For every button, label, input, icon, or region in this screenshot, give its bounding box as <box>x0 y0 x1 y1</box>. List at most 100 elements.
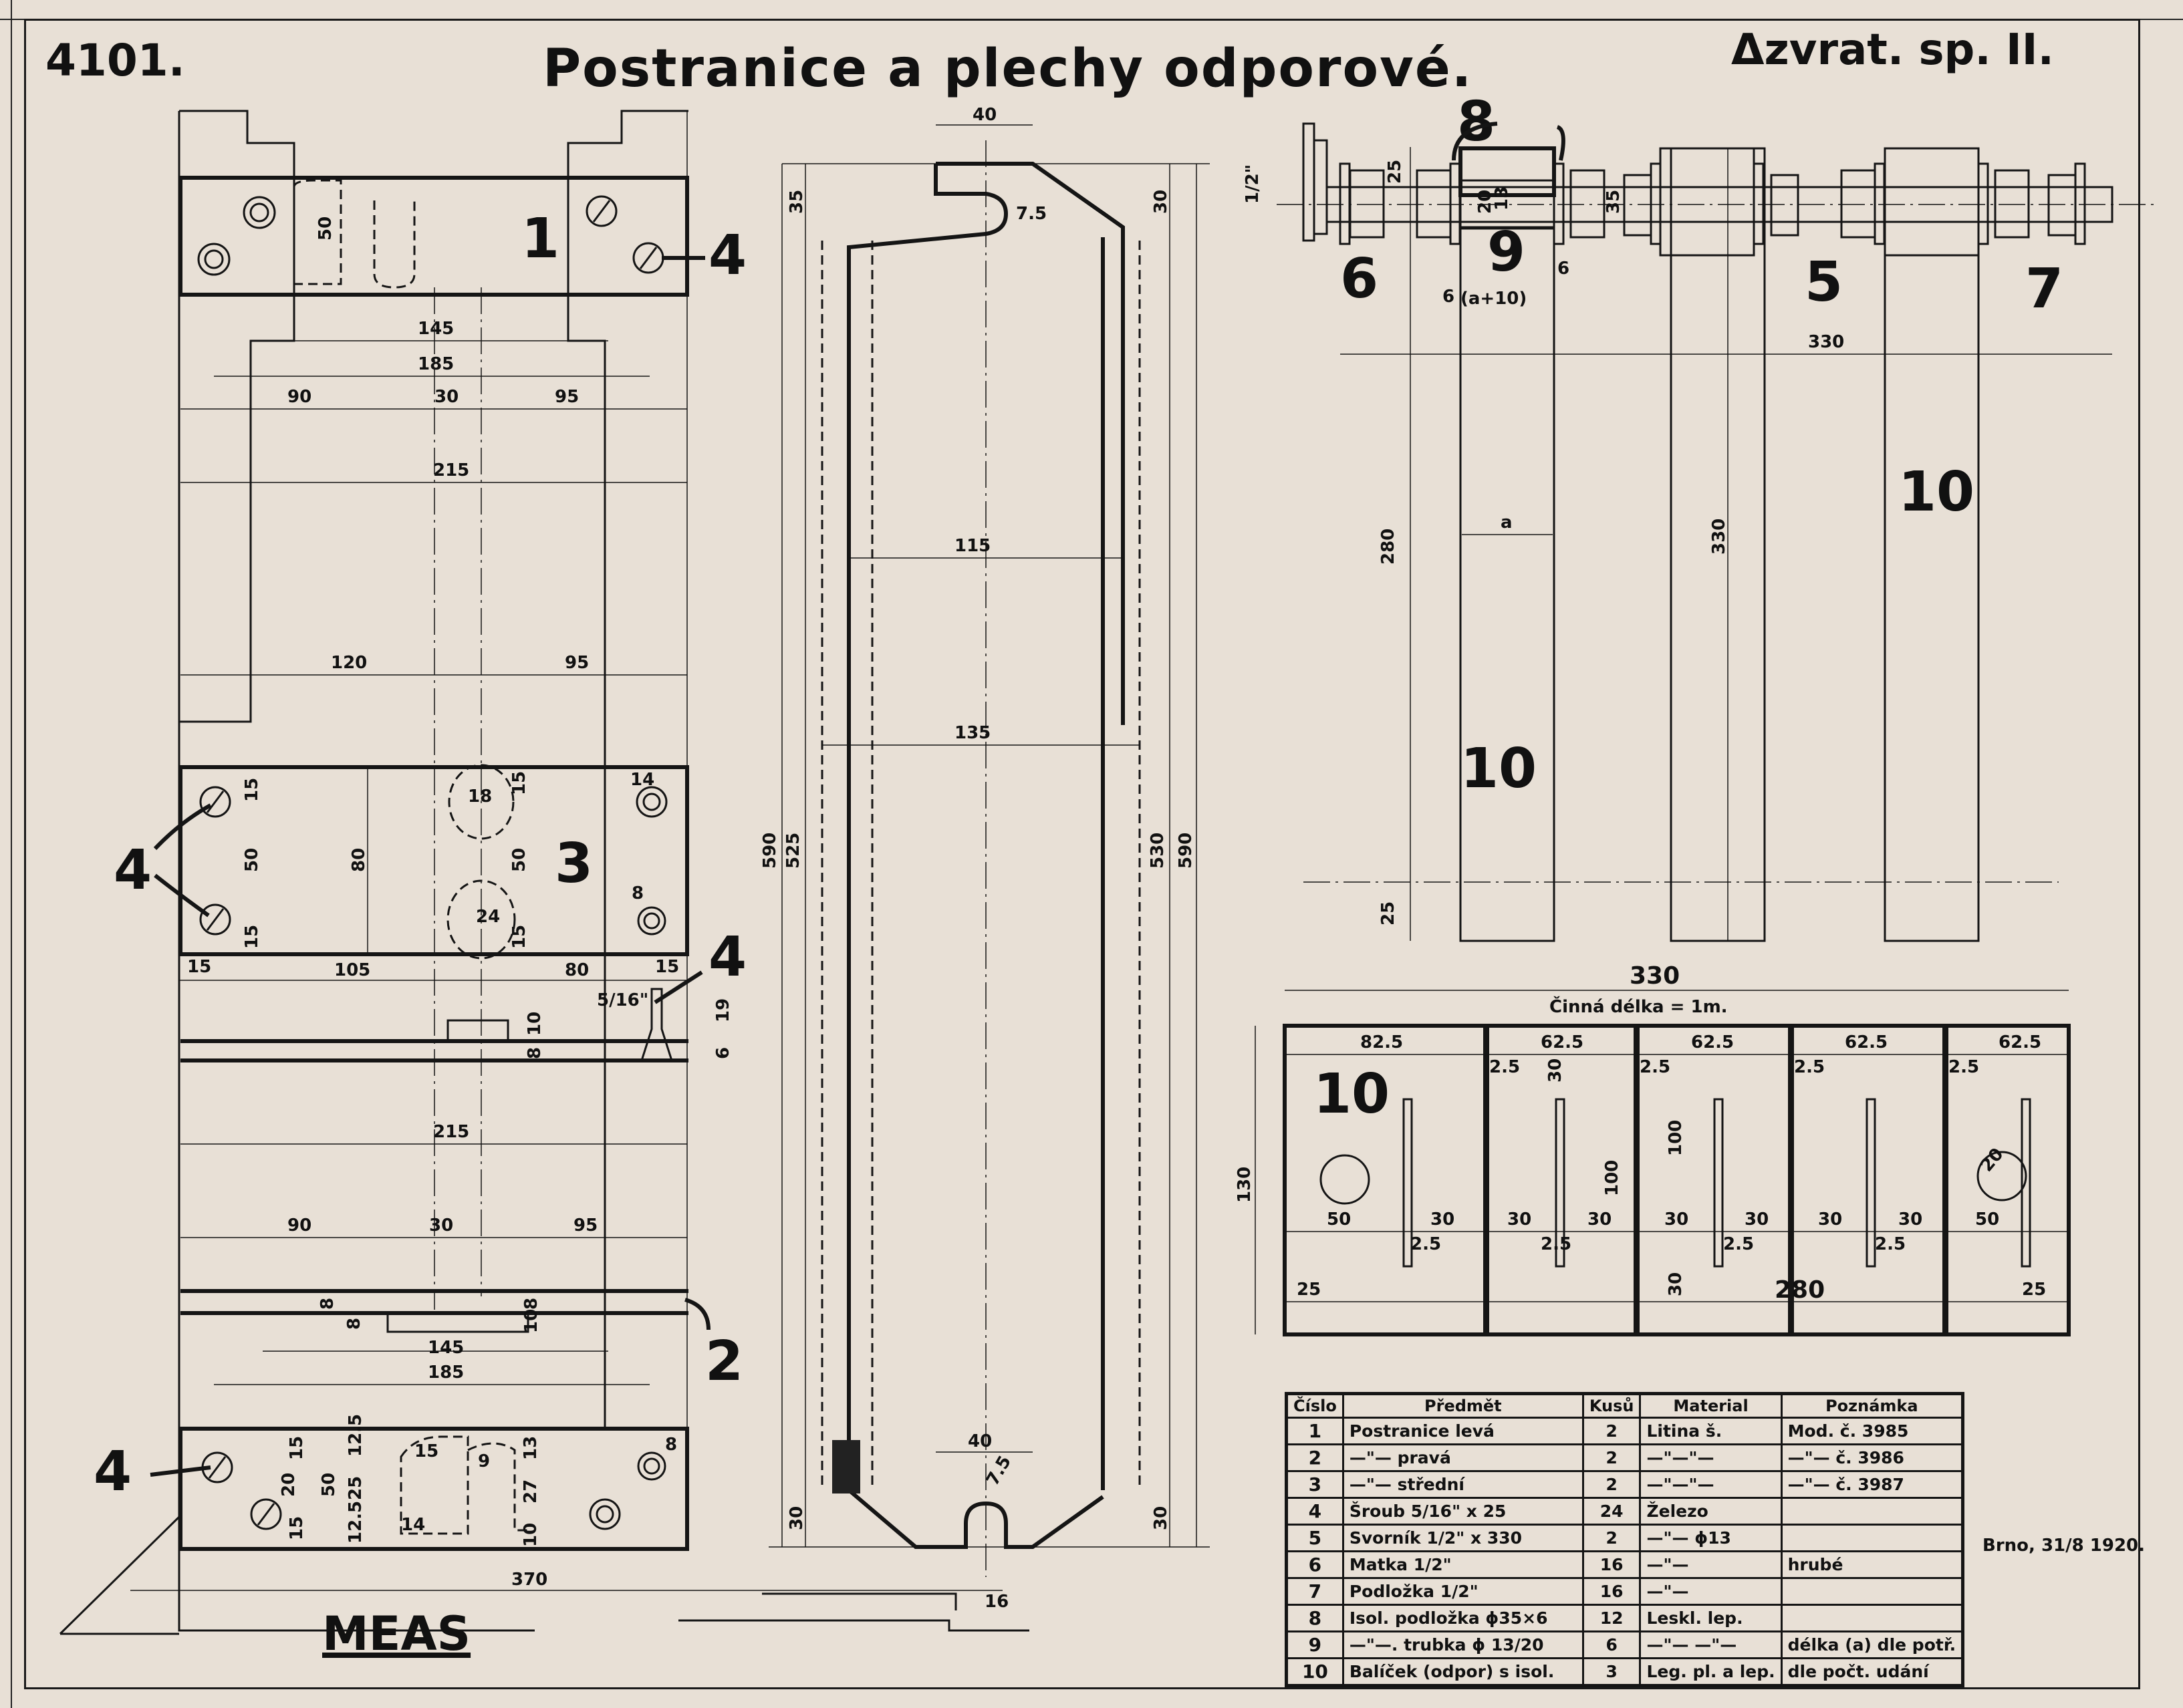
dim-label: 15 <box>287 1516 307 1540</box>
cell-note: Mod. č. 3985 <box>1780 1417 1964 1445</box>
cell-material: Leg. pl. a lep. <box>1639 1657 1783 1687</box>
washer-hole-inner <box>643 1457 660 1475</box>
dim-label: 10 <box>521 1523 541 1547</box>
dim-label: 50 <box>319 1473 339 1497</box>
hidden-hole-24 <box>446 879 516 960</box>
dim-label: 80 <box>565 960 589 980</box>
dim-label: 8 <box>317 1298 338 1310</box>
dim-label: 30 <box>429 1216 453 1236</box>
cell-item: Podložka 1/2" <box>1341 1577 1584 1606</box>
dim-label: 2.5 <box>1489 1057 1520 1077</box>
dim-label: 30 <box>1545 1058 1565 1083</box>
nut <box>1569 169 1606 239</box>
cell-qty: 6 <box>1581 1630 1642 1659</box>
base-step <box>678 1619 1029 1632</box>
screw-slot <box>208 1456 227 1479</box>
dim-label: 95 <box>565 653 589 673</box>
part-label-4-left: 4 <box>114 839 152 902</box>
dim-label: 8 <box>525 1047 545 1059</box>
cell-material: —"— —"— <box>1639 1630 1783 1659</box>
dim-label: 7.5 <box>1016 204 1047 224</box>
col-header-material: Material <box>1639 1393 1783 1419</box>
leader-line <box>153 803 212 851</box>
dim-label: 50 <box>1975 1209 1999 1230</box>
slot <box>1866 1098 1876 1268</box>
dim-label-total: 330 <box>1630 962 1680 990</box>
place-date: Brno, 31/8 1920. <box>1982 1536 2146 1556</box>
part-label-4: 4 <box>709 224 747 287</box>
cell-note: —"— č. 3986 <box>1780 1443 1964 1472</box>
dim-label: 280 <box>1378 529 1398 565</box>
cell-number: 2 <box>1285 1443 1344 1472</box>
slot <box>1555 1098 1565 1268</box>
dim-label: 145 <box>428 1338 464 1358</box>
washer-hole <box>243 196 276 229</box>
nut <box>1840 169 1876 239</box>
insulating-washer-8 <box>1553 162 1565 245</box>
washer-hole <box>636 786 668 818</box>
slot <box>1713 1098 1724 1268</box>
dim-label: 185 <box>418 354 454 374</box>
part-label-4-right: 4 <box>709 926 747 989</box>
dim-label: 12.5 <box>346 1414 366 1457</box>
hidden-u-slot <box>373 200 416 289</box>
dim-label: 10 <box>525 1012 545 1036</box>
dim-label: 15 <box>509 771 529 795</box>
screw-slot <box>639 247 658 269</box>
dim-label: 25 <box>346 1476 366 1500</box>
dim-label: 95 <box>573 1216 598 1236</box>
dim-label: 30 <box>434 387 459 407</box>
dim-label: 35 <box>787 190 807 214</box>
screw-slot <box>257 1503 275 1526</box>
cell-material: —"— <box>1639 1577 1783 1606</box>
dim-label: 35 <box>1603 190 1624 214</box>
nut <box>1994 169 2030 239</box>
end-plate <box>1302 122 1315 242</box>
cell-item: Svorník 1/2" x 330 <box>1341 1524 1584 1552</box>
side-outline-right <box>936 162 1125 725</box>
plate-3 <box>178 765 689 956</box>
part-label-8: 8 <box>1457 90 1495 154</box>
col-header-qty: Kusů <box>1581 1393 1642 1419</box>
dim-label: 30 <box>1430 1209 1454 1230</box>
boss <box>386 1313 529 1333</box>
dim-label: 15 <box>242 778 262 802</box>
cell-note <box>1780 1524 1964 1552</box>
part-label-4-bottom: 4 <box>94 1440 132 1504</box>
screw-head <box>199 786 231 818</box>
dim-label: 115 <box>954 536 991 556</box>
side-view: 40 7.5 35 30 115 135 590 525 530 590 40 … <box>760 105 1210 1612</box>
drawing-number: 4101. <box>45 35 185 86</box>
dim-label: 30 <box>1818 1209 1842 1230</box>
dim-label: 16 <box>985 1592 1009 1612</box>
cell-material: Litina š. <box>1639 1417 1783 1445</box>
cell-note <box>1780 1497 1964 1526</box>
plate-section-5 <box>1944 1024 2071 1336</box>
dim-label: 2.5 <box>1948 1057 1979 1077</box>
dim-label: 30 <box>1666 1272 1686 1296</box>
dim-label: 62.5 <box>1999 1032 2041 1052</box>
dim-label: 40 <box>968 1431 992 1451</box>
boss <box>446 1019 509 1039</box>
bolt-section <box>640 988 673 1061</box>
dim-label: 2.5 <box>1723 1234 1754 1254</box>
left-view: 1 4 50 145 185 90 30 95 215 120 95 3 4 <box>59 110 1029 1635</box>
left-upper-contour <box>179 110 295 723</box>
cell-qty: 16 <box>1581 1577 1642 1606</box>
dim-label: 120 <box>331 653 367 673</box>
washer-hole-inner <box>596 1505 614 1524</box>
leader-line <box>1556 125 1565 161</box>
tube-block <box>1659 147 1755 257</box>
dim-label: 25 <box>1385 160 1405 184</box>
cell-item: Isol. podložka ϕ35×6 <box>1341 1604 1584 1632</box>
dim-label: 40 <box>973 105 997 125</box>
dim-label: 15 <box>187 957 211 977</box>
plate-1 <box>178 176 689 297</box>
dim-label: 215 <box>433 460 469 480</box>
cell-material: Leskl. lep. <box>1639 1604 1783 1632</box>
dim-label: 30 <box>1664 1209 1688 1230</box>
dim-label: 14 <box>401 1515 425 1535</box>
